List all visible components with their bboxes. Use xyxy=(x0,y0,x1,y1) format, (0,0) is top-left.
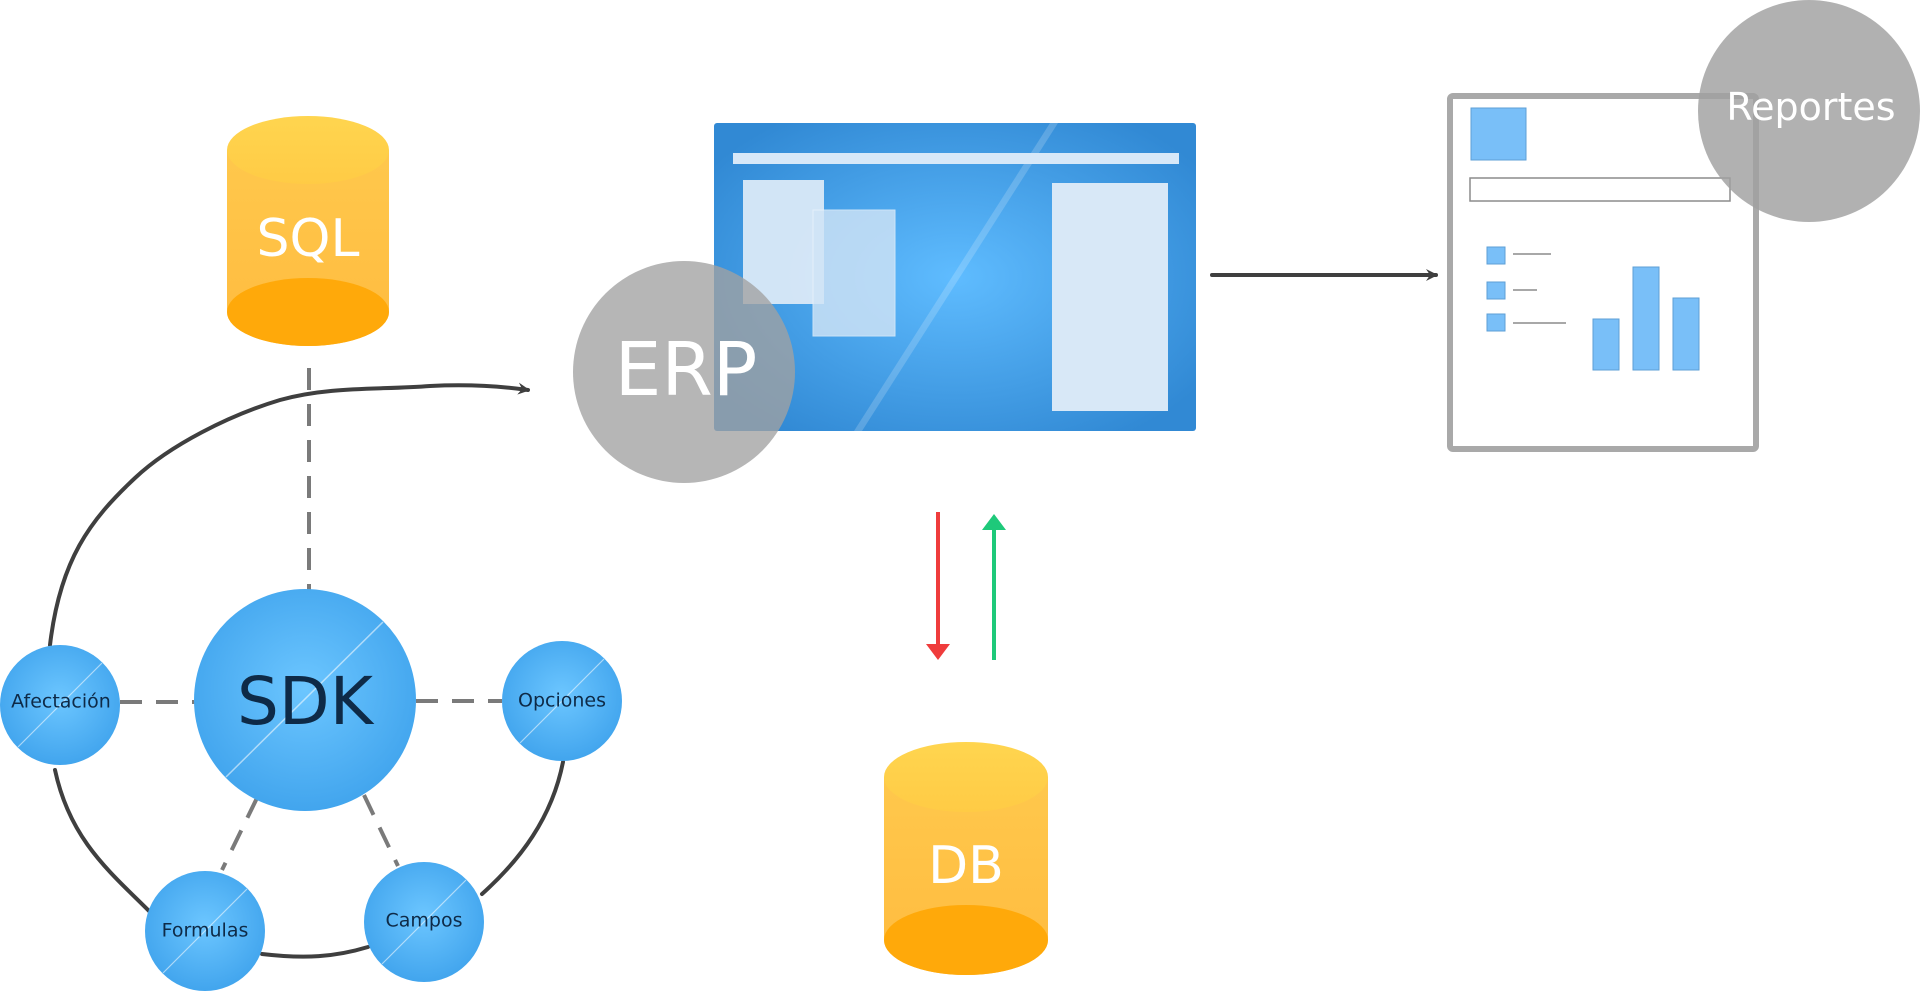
report-document-icon xyxy=(1447,93,1759,452)
opciones-label: Opciones xyxy=(518,689,606,712)
campos-label: Campos xyxy=(385,909,463,932)
formulas-label: Formulas xyxy=(161,919,249,942)
dash-sdk-campos xyxy=(362,794,400,867)
db-label: DB xyxy=(928,836,1004,896)
erp-label: ERP xyxy=(614,327,758,413)
loop-afectacion-formulas xyxy=(53,768,152,914)
dash-sdk-formulas xyxy=(220,797,259,871)
loop-afectacion-to-erp xyxy=(48,382,530,647)
curved-connectors xyxy=(48,269,1438,959)
db-sync-arrows xyxy=(926,512,1006,660)
dashed-connectors xyxy=(120,368,502,871)
sdk-label: SDK xyxy=(237,663,373,740)
loop-campos-opciones xyxy=(480,760,565,896)
sql-label: SQL xyxy=(256,209,360,269)
loop-formulas-campos xyxy=(260,945,370,959)
erp-circle xyxy=(573,261,795,483)
sdk-nodes xyxy=(0,589,622,991)
db-database-icon xyxy=(884,742,1048,975)
sql-database-icon xyxy=(227,116,389,346)
reportes-circle xyxy=(1698,0,1920,222)
reportes-label: Reportes xyxy=(1726,85,1896,129)
erp-window-icon xyxy=(714,123,1196,431)
afectacion-label: Afectación xyxy=(11,690,111,713)
